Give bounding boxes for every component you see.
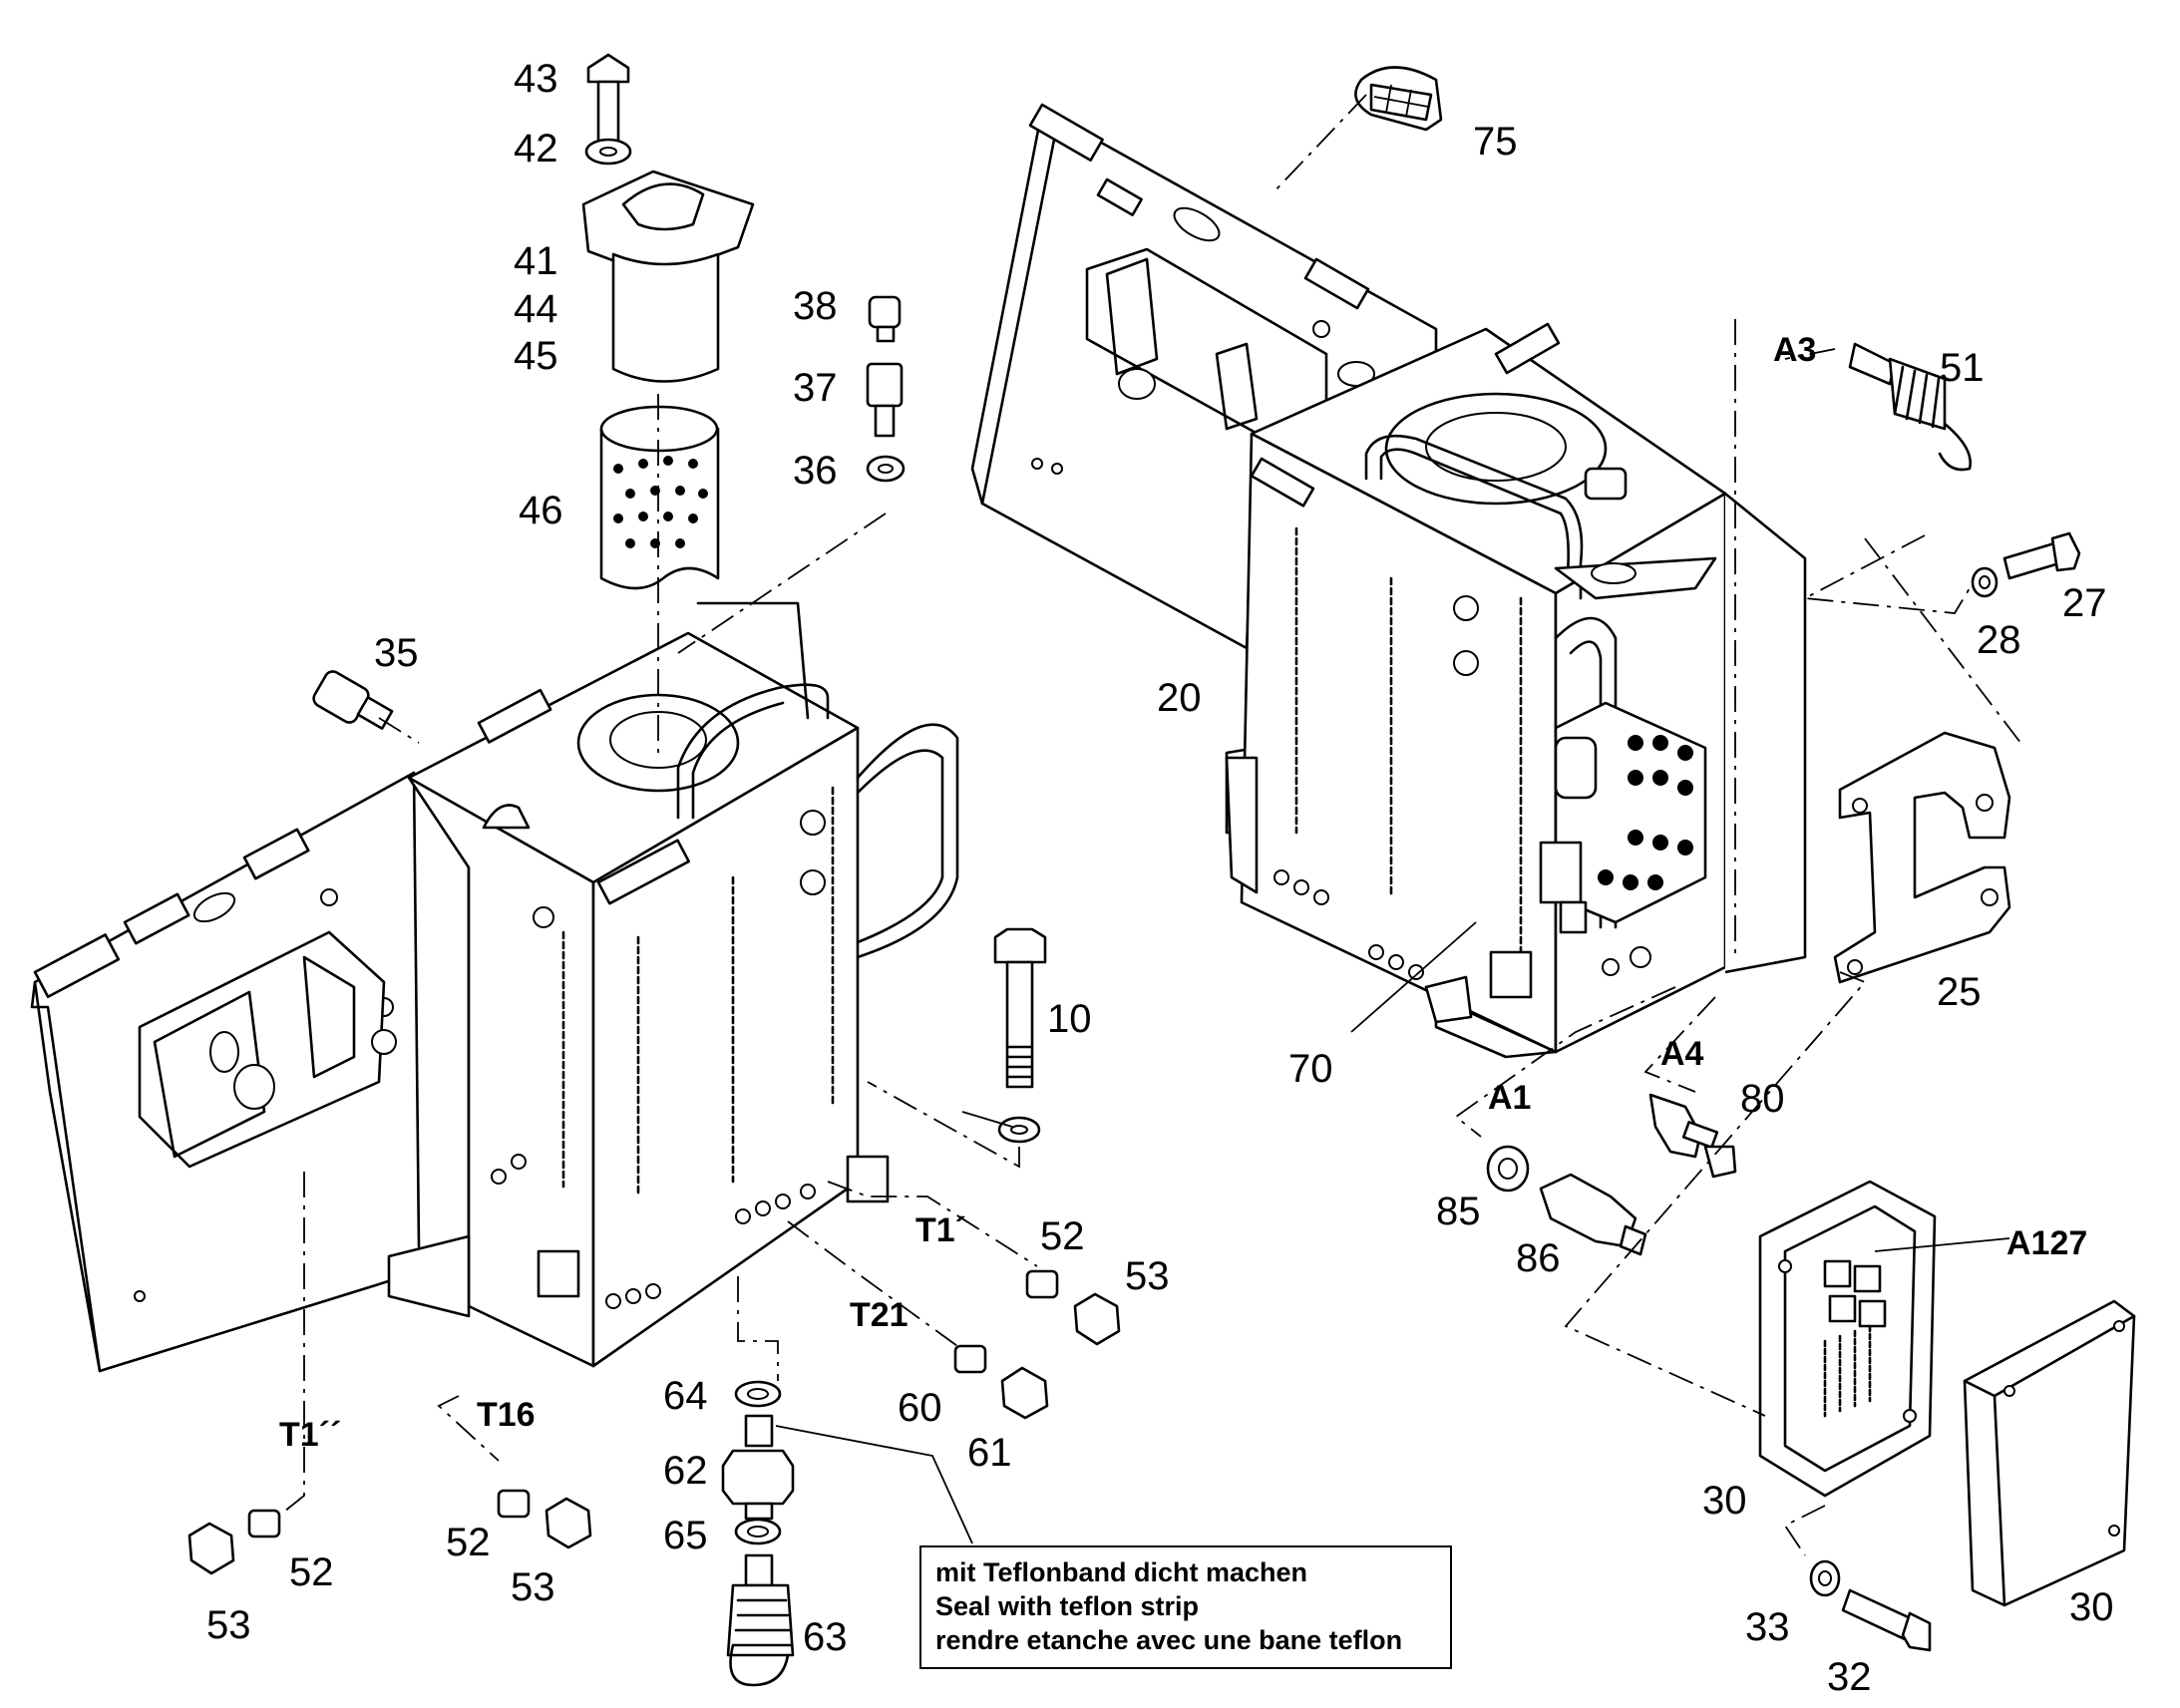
- label-53c: 53: [511, 1565, 555, 1609]
- label-43: 43: [514, 57, 558, 101]
- leader-lines: [278, 94, 2025, 1556]
- label-20: 20: [1157, 676, 1202, 720]
- label-46: 46: [519, 489, 563, 532]
- port-a127: A127: [2006, 1224, 2087, 1262]
- label-63: 63: [803, 1615, 848, 1659]
- label-80: 80: [1740, 1077, 1785, 1121]
- label-65: 65: [663, 1514, 708, 1557]
- port-t21: T21: [850, 1296, 908, 1334]
- label-44: 44: [514, 287, 558, 331]
- label-38: 38: [793, 284, 838, 328]
- port-a1: A1: [1488, 1079, 1531, 1117]
- label-61: 61: [967, 1431, 1012, 1475]
- filter-parts-stack: [187, 53, 1121, 1687]
- port-labels: A3 A4 A1 A127 T1´ T21 T16 T1´´: [279, 331, 2087, 1454]
- port-t1b: T1´´: [279, 1416, 341, 1454]
- label-52b: 52: [289, 1550, 334, 1594]
- label-51: 51: [1940, 346, 1985, 390]
- label-27: 27: [2062, 581, 2107, 625]
- label-75: 75: [1473, 120, 1518, 164]
- port-a3: A3: [1773, 331, 1816, 369]
- label-25: 25: [1937, 970, 1982, 1014]
- label-30b: 30: [2069, 1585, 2114, 1629]
- port-t1a: T1´: [915, 1211, 966, 1249]
- note-line-french: rendre etanche avec une bane teflon: [935, 1625, 1403, 1655]
- label-36: 36: [793, 449, 838, 493]
- label-64: 64: [663, 1374, 708, 1418]
- label-85: 85: [1436, 1190, 1481, 1233]
- note-line-english: Seal with teflon strip: [935, 1591, 1200, 1621]
- label-32: 32: [1827, 1655, 1872, 1699]
- label-28: 28: [1977, 618, 2021, 662]
- instruction-note: mit Teflonband dicht machen Seal with te…: [919, 1545, 1452, 1669]
- label-53b: 53: [206, 1603, 251, 1647]
- label-70: 70: [1288, 1047, 1333, 1091]
- label-86: 86: [1516, 1236, 1561, 1280]
- note-line-german: mit Teflonband dicht machen: [935, 1557, 1308, 1587]
- label-35: 35: [374, 631, 419, 675]
- label-42: 42: [514, 127, 558, 171]
- label-37: 37: [793, 366, 838, 410]
- label-62: 62: [663, 1449, 708, 1493]
- right-parts: [1354, 66, 2136, 1652]
- label-33: 33: [1745, 1605, 1790, 1649]
- label-41: 41: [514, 239, 558, 283]
- label-52a: 52: [1040, 1214, 1085, 1258]
- label-60: 60: [898, 1386, 942, 1430]
- label-30a: 30: [1702, 1479, 1747, 1523]
- part-labels: 43 42 41 44 45 46 38 37 36 35 10 52 53 6…: [206, 57, 2114, 1699]
- label-45: 45: [514, 334, 558, 378]
- label-53a: 53: [1125, 1254, 1170, 1298]
- port-t16: T16: [477, 1396, 536, 1434]
- port-a4: A4: [1660, 1035, 1704, 1073]
- label-10: 10: [1047, 997, 1092, 1041]
- right-tank-assembly: [970, 103, 1807, 1059]
- left-tank-assembly: [30, 601, 959, 1373]
- label-52c: 52: [446, 1521, 491, 1564]
